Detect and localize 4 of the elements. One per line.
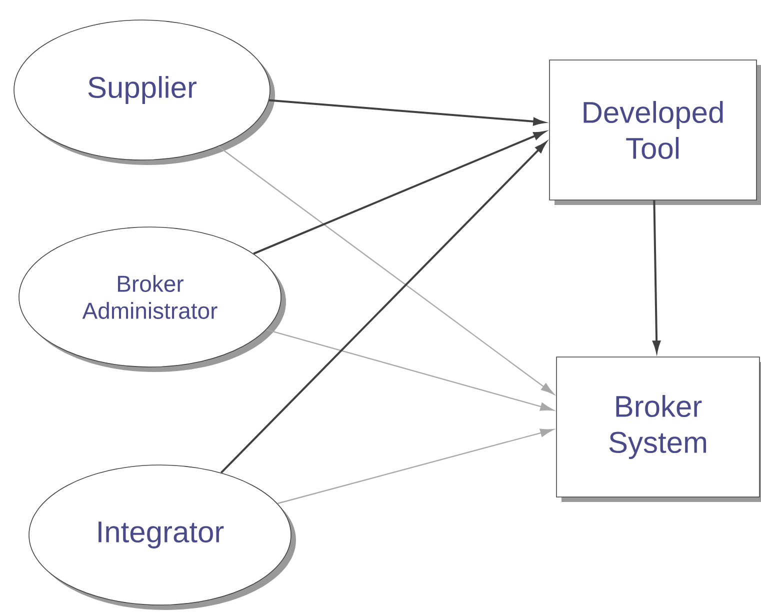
arrow [277,428,554,504]
process-box: Developed Tool [549,60,761,205]
process-box: Broker System [556,356,761,502]
arrow [266,329,554,411]
